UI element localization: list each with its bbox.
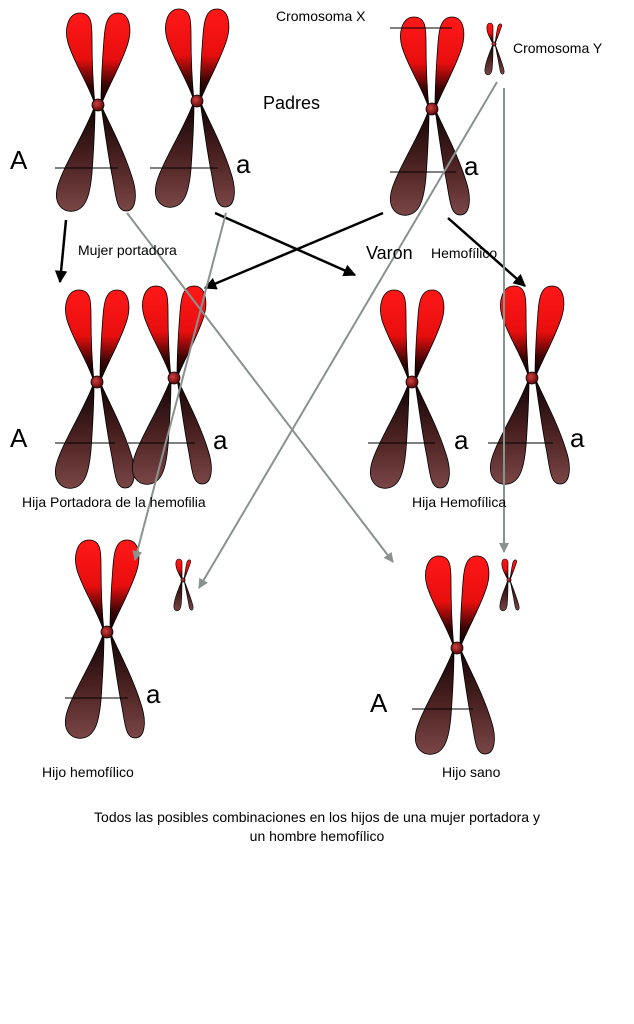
mother-chromosome-A [55,12,136,212]
label-cromosoma-x: Cromosoma X [276,8,366,24]
label-hija-hemofilica: Hija Hemofílica [412,494,507,510]
allele-son2-A: A [370,688,388,718]
gray-arrows [126,81,509,589]
caption: Todos las posibles combinaciones en los … [0,808,634,846]
allele-daughter2-a1: a [454,425,469,455]
daughter1-chromosome-A [54,289,135,489]
caption-line-1: Todos las posibles combinaciones en los … [94,809,540,825]
label-hija-portadora: Hija Portadora de la hemofilia [22,494,206,510]
label-hijo-sano: Hijo sano [442,764,501,780]
allele-mother-a: a [236,149,251,179]
caption-line-2: un hombre hemofílico [249,828,385,844]
label-hemofilico: Hemofílico [431,245,498,261]
label-varon: Varon [366,243,413,263]
son2-chromosome-y [499,558,520,612]
allele-father-a: a [464,151,479,181]
father-chromosome-x [389,16,470,216]
label-padres: Padres [263,93,321,113]
allele-daughter1-A: A [10,423,28,453]
allele-son1-a: a [146,679,161,709]
label-mujer-portadora: Mujer portadora [78,242,177,258]
father-chromosome-y [484,22,505,76]
label-hijo-hemofilico: Hijo hemofílico [42,764,134,780]
daughter1-chromosome-a [128,285,212,485]
son1-chromosome-y [173,558,194,612]
label-cromosoma-y: Cromosoma Y [513,40,603,56]
allele-mother-A: A [10,145,28,175]
son2-chromosome-x [412,555,495,755]
daughter2-chromosome-a1 [368,289,450,489]
son1-chromosome-x [64,539,145,739]
allele-daughter2-a2: a [570,423,585,453]
daughter2-chromosome-a2 [488,285,570,485]
allele-daughter1-a: a [213,425,228,455]
black-arrows [54,211,526,290]
mother-chromosome-a [150,8,235,208]
